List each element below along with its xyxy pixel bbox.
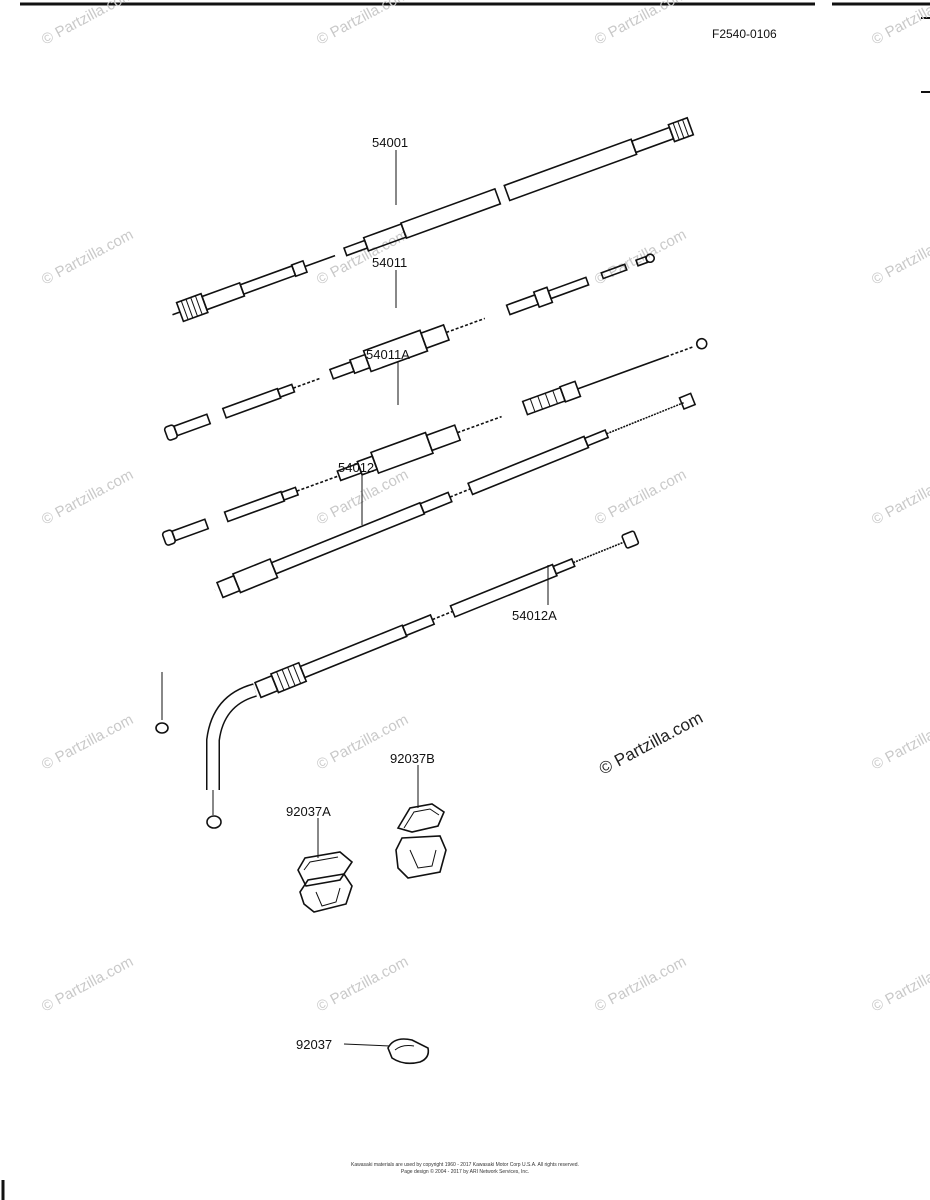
part-54011a-throttle-cable[interactable] [160,332,710,550]
part-number-label[interactable]: 92037A [286,804,331,819]
part-54001-speedometer-cable[interactable] [169,116,695,324]
callout-leaders [317,150,549,1047]
watermark: © Partzilla.com [314,0,411,49]
watermark: © Partzilla.com [592,0,689,49]
watermark-grid: © Partzilla.com © Partzilla.com © Partzi… [39,0,930,1016]
part-54012a-cable[interactable] [206,528,640,829]
watermark: © Partzilla.com [869,0,930,49]
part-54012-cable[interactable] [155,390,697,734]
watermark: © Partzilla.com [592,226,689,288]
watermark: © Partzilla.com [39,226,136,288]
part-92037a-clamp[interactable] [297,851,354,913]
watermark-prominent: © Partzilla.com [596,708,706,779]
watermark: © Partzilla.com [39,711,136,773]
watermark: © Partzilla.com [39,466,136,528]
watermark: © Partzilla.com [314,953,411,1015]
part-number-label[interactable]: 54012A [512,608,557,623]
part-92037b-clamp[interactable] [395,803,447,879]
part-number-label[interactable]: 92037B [390,751,435,766]
part-number-label[interactable]: 54011 [372,255,407,270]
part-number-label[interactable]: 54011A [366,347,410,362]
copyright-line: Page design © 2004 - 2017 by ARI Network… [401,1168,529,1175]
copyright-line: Kawasaki materials are used by copyright… [351,1162,579,1168]
watermark: © Partzilla.com [869,226,930,288]
part-number-label[interactable]: 54012 [338,460,374,475]
watermark: © Partzilla.com [39,0,136,49]
part-92037-clamp[interactable] [387,1038,430,1065]
watermark: © Partzilla.com [592,953,689,1015]
watermark: © Partzilla.com [39,953,136,1015]
diagram-code: F2540-0106 [712,27,777,41]
watermark: © Partzilla.com [869,466,930,528]
watermark: © Partzilla.com [869,711,930,773]
part-54011-throttle-cable[interactable] [162,247,657,445]
watermark: © Partzilla.com [592,466,689,528]
part-number-label[interactable]: 54001 [372,135,408,150]
part-number-label[interactable]: 92037 [296,1037,332,1052]
watermark: © Partzilla.com [869,953,930,1015]
part-labels: 54001 54011 54011A 54012 54012A 92037B 9… [286,135,557,1052]
